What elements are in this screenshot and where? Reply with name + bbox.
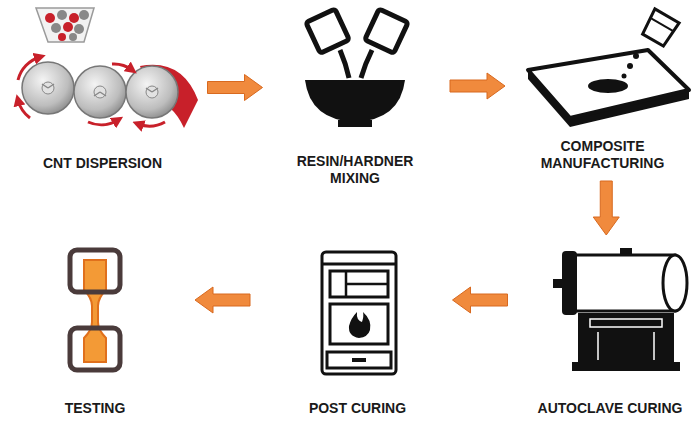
step-label: RESIN/HARDNER MIXING (280, 153, 430, 187)
process-step: RESIN/HARDNER MIXING (270, 5, 440, 191)
three-roll-mill (18, 8, 198, 128)
oven-icon (322, 252, 396, 374)
step-label: TESTING (30, 400, 160, 417)
tensile-test-icon (70, 250, 120, 370)
autoclave-icon (553, 248, 687, 371)
mould-plate-icon (528, 9, 689, 127)
process-step: TESTING (30, 240, 160, 421)
flow-arrow (450, 73, 505, 99)
flow-arrow (195, 287, 250, 313)
flow-arrow (593, 181, 619, 235)
step-label: POST CURING (285, 400, 430, 417)
process-step: COMPOSITE MANUFACTURING (515, 5, 690, 176)
process-step: POST CURING (285, 240, 430, 421)
step-label: CNT DISPERSION (8, 155, 198, 172)
flow-arrow (453, 287, 508, 313)
step-label: AUTOCLAVE CURING (530, 400, 690, 417)
process-step: AUTOCLAVE CURING (530, 240, 690, 421)
step-label: COMPOSITE MANUFACTURING (528, 138, 678, 172)
mixing-icon (305, 9, 408, 127)
process-step: CNT DISPERSION (5, 5, 200, 176)
flow-arrow (208, 75, 263, 101)
